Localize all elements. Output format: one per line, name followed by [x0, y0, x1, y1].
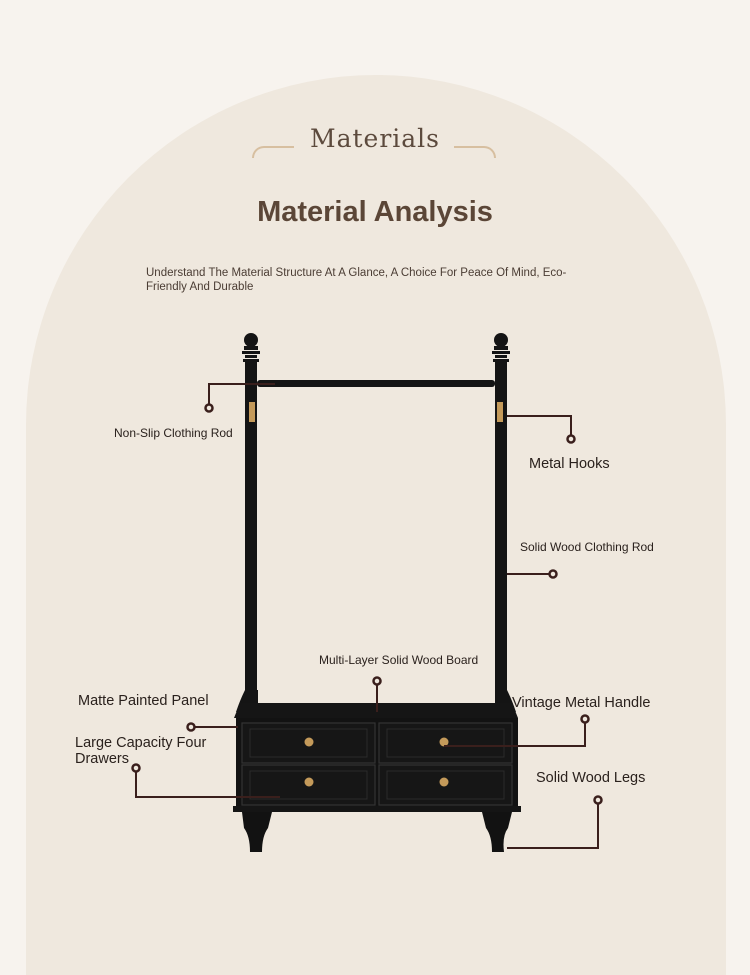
- badge-frame-gap: [294, 140, 454, 154]
- right-hook: [497, 402, 503, 422]
- right-leg: [482, 812, 512, 852]
- left-hook: [249, 402, 255, 422]
- leader-lines: [135, 383, 599, 849]
- cabinet-base: [233, 806, 521, 812]
- callout-vintage-handle: Vintage Metal Handle: [512, 695, 651, 711]
- page-subtitle: Understand The Material Structure At A G…: [146, 267, 567, 293]
- callout-board: Multi-Layer Solid Wood Board: [319, 653, 479, 667]
- section-badge: Materials: [252, 120, 498, 168]
- callout-matte-panel: Matte Painted Panel: [78, 693, 209, 709]
- clothes-rack-illustration: [131, 333, 603, 852]
- badge-label: Materials: [309, 124, 441, 153]
- left-leg: [242, 812, 272, 852]
- callout-metal-hooks: Metal Hooks: [529, 456, 610, 472]
- arch-background: [26, 75, 726, 975]
- hanging-rail: [257, 380, 495, 387]
- page-title: Material Analysis: [257, 196, 493, 228]
- drawer-knobs: [304, 737, 449, 787]
- callout-solid-wood-rod: Solid Wood Clothing Rod: [520, 540, 654, 554]
- left-post: [236, 333, 260, 712]
- callout-four-drawers: Large Capacity Four Drawers: [75, 735, 207, 767]
- callout-non-slip-rod: Non-Slip Clothing Rod: [114, 426, 233, 440]
- leader-dots: [131, 403, 603, 805]
- callout-legs: Solid Wood Legs: [536, 770, 646, 786]
- right-post: [492, 333, 516, 712]
